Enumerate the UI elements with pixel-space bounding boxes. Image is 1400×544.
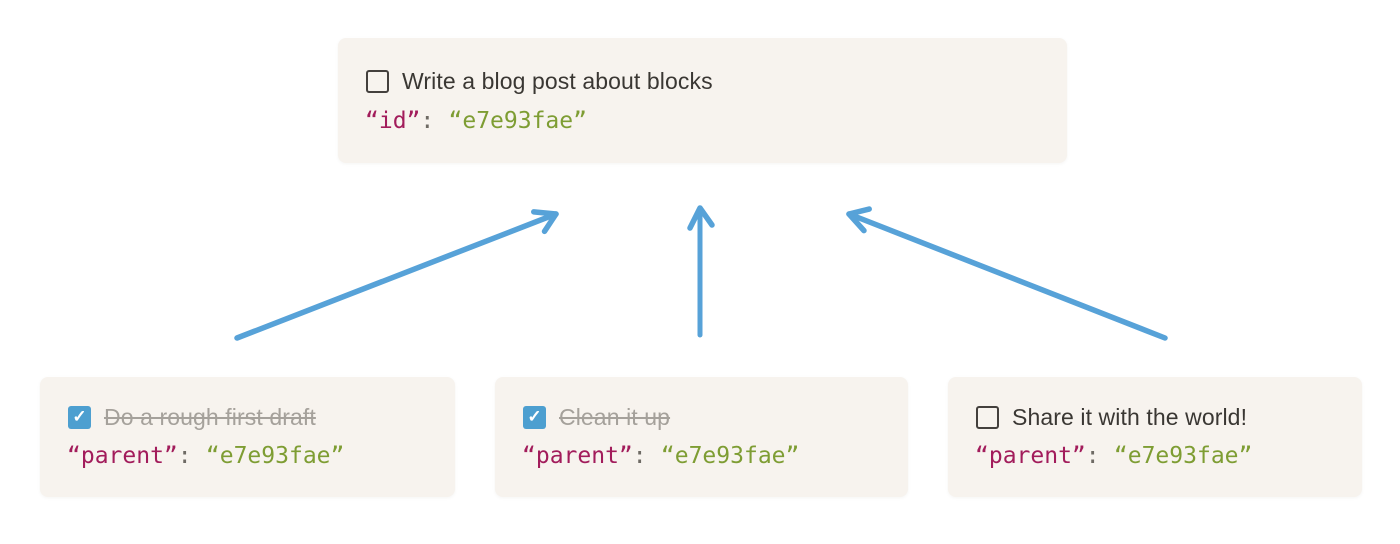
checkbox-checked[interactable]: ✓ — [523, 406, 546, 429]
code-colon: : — [1085, 443, 1100, 469]
parent-block-card: Write a blog post about blocks “id”: “e7e… — [338, 38, 1067, 163]
todo-title: Share it with the world! — [1012, 404, 1248, 430]
checkbox-unchecked[interactable] — [366, 70, 389, 93]
block-parent-code: “parent”: “e7e93fae” — [67, 443, 431, 469]
code-colon: : — [632, 443, 647, 469]
todo-title: Do a rough first draft — [104, 404, 316, 430]
code-colon: : — [420, 108, 435, 134]
code-value: “e7e93fae” — [1113, 443, 1253, 469]
todo-row: ✓ Do a rough first draft — [68, 404, 431, 431]
block-id-code: “id”: “e7e93fae” — [365, 108, 1043, 134]
child-block-card-1: ✓ Do a rough first draft “parent”: “e7e93… — [40, 377, 455, 497]
todo-row: ✓ Clean it up — [523, 404, 884, 431]
code-value: “e7e93fae” — [448, 108, 587, 134]
todo-row: Write a blog post about blocks — [366, 68, 1043, 95]
code-colon: : — [177, 443, 192, 469]
code-key: “id” — [365, 108, 421, 134]
code-key: “parent” — [975, 443, 1086, 469]
code-value: “e7e93fae” — [205, 443, 345, 469]
checkbox-checked[interactable]: ✓ — [68, 406, 91, 429]
todo-title: Write a blog post about blocks — [402, 68, 713, 94]
arrow-child1-to-parent — [234, 209, 559, 341]
checkbox-unchecked[interactable] — [976, 406, 999, 429]
block-parent-code: “parent”: “e7e93fae” — [975, 443, 1338, 469]
arrow-child3-to-parent — [846, 206, 1168, 341]
checkmark-icon: ✓ — [527, 407, 542, 426]
child-block-card-3: Share it with the world! “parent”: “e7e93… — [948, 377, 1362, 497]
todo-row: Share it with the world! — [976, 404, 1338, 431]
code-key: “parent” — [522, 443, 633, 469]
code-value: “e7e93fae” — [660, 443, 800, 469]
code-key: “parent” — [67, 443, 178, 469]
block-parent-code: “parent”: “e7e93fae” — [522, 443, 884, 469]
child-block-card-2: ✓ Clean it up “parent”: “e7e93fae” — [495, 377, 908, 497]
todo-title: Clean it up — [559, 404, 671, 430]
checkmark-icon: ✓ — [72, 407, 87, 426]
